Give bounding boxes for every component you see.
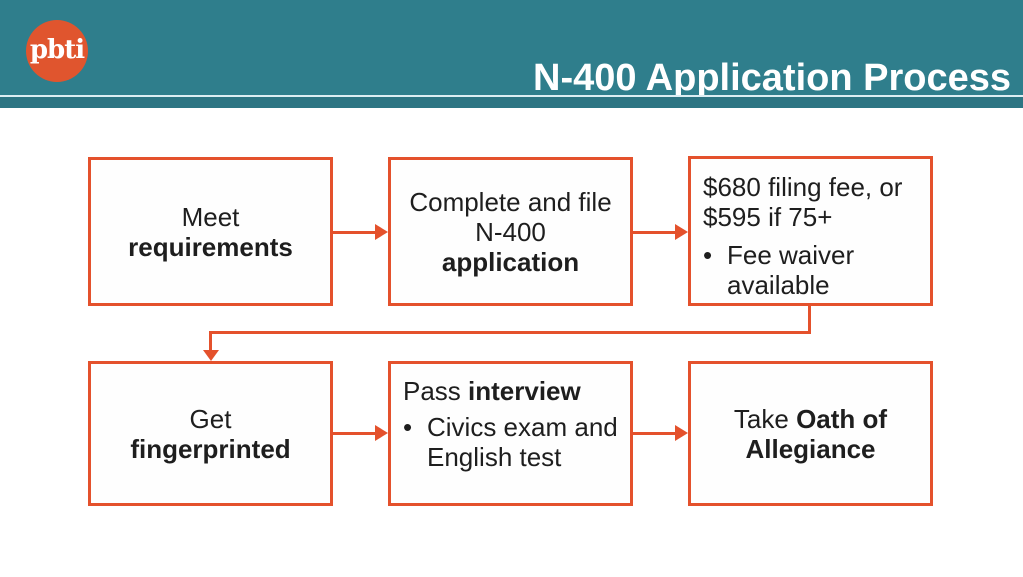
step-line: $595 if 75+: [703, 202, 833, 232]
step-line-bold: application: [441, 246, 580, 277]
pbti-logo: pbti: [26, 20, 88, 82]
bullet-icon: •: [703, 240, 713, 270]
flow-step-pass-interview: Pass interview • Civics exam and English…: [388, 361, 633, 506]
connector-horizontal-segment: [209, 331, 811, 334]
header-accent-strip: [0, 97, 1023, 108]
step-title: Pass interview: [403, 376, 622, 406]
page-title: N-400 Application Process: [533, 57, 1011, 100]
bullet-text: Fee waiver available: [727, 240, 855, 300]
bullet-icon: •: [403, 412, 413, 442]
bullet-item: • Fee waiver available: [703, 240, 922, 300]
step-line: Take Oath of: [734, 404, 887, 434]
step-line-regular: Take: [733, 403, 797, 434]
step-line: $680 filing fee, or: [703, 172, 903, 202]
header-divider-line: [0, 95, 1023, 97]
arrow-shaft: [633, 231, 678, 234]
flow-step-oath-of-allegiance: Take Oath of Allegiance: [688, 361, 933, 506]
step-line-bold: Allegiance: [745, 433, 876, 464]
arrow-step4-to-step5: [333, 425, 388, 441]
step-line-bold: fingerprinted: [130, 433, 291, 464]
step-title-regular: Pass: [403, 376, 469, 406]
bullet-item: • Civics exam and English test: [403, 412, 622, 472]
flow-step-meet-requirements: Meet requirements: [88, 157, 333, 306]
step-title-bold: interview: [468, 376, 581, 406]
arrow-right-icon: [675, 425, 688, 441]
step-line: Complete and file: [409, 186, 612, 217]
step-line: N-400: [475, 216, 546, 247]
step-line-bold: requirements: [128, 231, 293, 262]
step-line: Meet: [181, 201, 240, 232]
arrow-shaft: [633, 432, 678, 435]
connector-step3-down-segment: [808, 304, 811, 334]
connector-step4-down-segment: [209, 331, 212, 352]
arrow-shaft: [333, 231, 378, 234]
arrow-shaft: [333, 432, 378, 435]
logo-text: pbti: [29, 35, 85, 65]
bullet-text: Civics exam and English test: [427, 412, 618, 472]
arrow-right-icon: [675, 224, 688, 240]
arrow-down-icon: [203, 350, 219, 361]
flow-step-get-fingerprinted: Get fingerprinted: [88, 361, 333, 506]
step-line: Get: [189, 403, 232, 434]
arrow-right-icon: [375, 224, 388, 240]
arrow-right-icon: [375, 425, 388, 441]
flow-step-file-application: Complete and file N-400 application: [388, 157, 633, 306]
step-line-bold: Oath of: [796, 403, 888, 434]
header-bar: pbti N-400 Application Process: [0, 0, 1023, 99]
arrow-step5-to-step6: [633, 425, 688, 441]
flow-step-filing-fee: $680 filing fee, or $595 if 75+ • Fee wa…: [688, 156, 933, 306]
arrow-step2-to-step3: [633, 224, 688, 240]
step-text-block: $680 filing fee, or $595 if 75+: [703, 172, 922, 232]
arrow-step1-to-step2: [333, 224, 388, 240]
